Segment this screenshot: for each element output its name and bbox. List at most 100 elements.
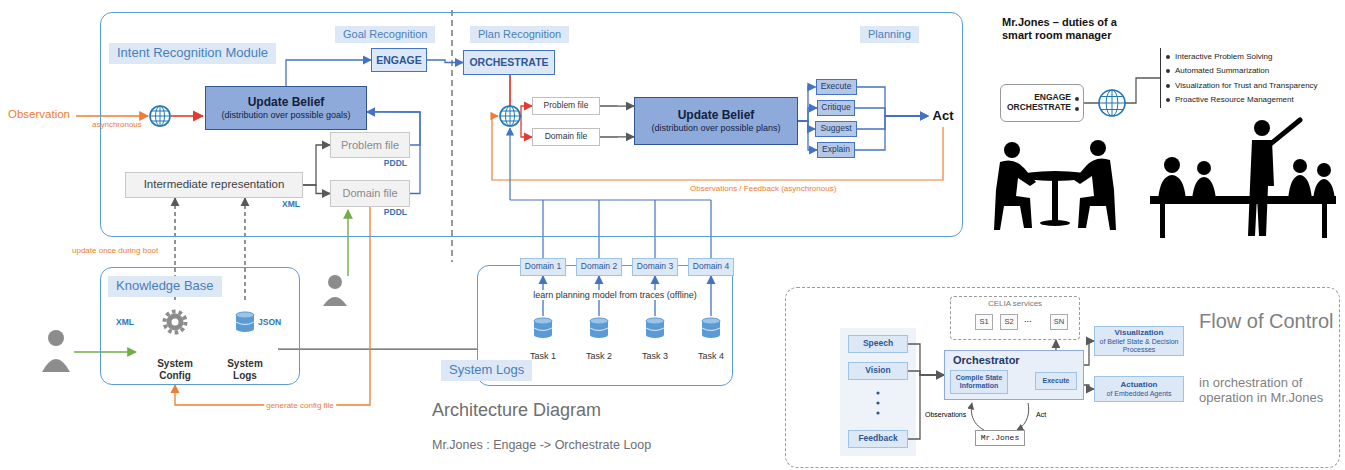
gear-icon [167,314,184,331]
input-box: Speech [848,335,908,353]
input-box: Vision [848,362,908,380]
node-text: Mr.Jones [981,433,1019,442]
orchestrate-box: ORCHESTRATE [463,50,555,75]
node-text: ENGAGE [1034,93,1071,103]
config-node: XMLSystem Config [140,300,210,382]
connector [857,87,929,116]
connector [798,87,816,121]
note: learn planning model from traces (offlin… [531,290,698,300]
globe-icon [160,106,161,126]
observation-wire [171,115,203,117]
domain-box: Domain 1 [520,258,566,276]
node-text: Feedback [858,434,897,444]
database-icon [590,328,608,331]
knowledge-base-panel: Knowledge BaseXMLSystem ConfigJSONSystem… [100,267,300,385]
connector [798,121,815,129]
module-panel: Intent Recognition Module ENGAGE ORCHESTRA… [100,12,963,237]
file-box: Domain filePDDL [330,180,410,207]
database-icon [702,328,720,331]
execute-box: Execute [1035,372,1077,390]
note: update once during boot [72,246,158,255]
node-text: Domain 3 [637,262,673,272]
globe-icon [500,106,520,126]
database-icon [236,326,254,332]
ellipsis: ... [1024,314,1032,324]
service-box: S1 [975,314,993,330]
gear-icon [165,312,186,333]
node-text: Task 1 [530,351,556,361]
duties-list: Interactive Problem SolvingAutomated Sum… [1160,48,1340,108]
globe-icon [1112,90,1113,116]
node-text: Knowledge Base [108,276,222,297]
gear-icon [172,319,179,326]
orchestrator-box: OrchestratorCompile State InformationExe… [944,350,1084,400]
connector [710,276,711,316]
connector [278,349,477,350]
node-text: System Config [143,358,207,381]
meeting-silhouette [1164,157,1180,173]
user-wire [74,210,348,352]
connector [600,105,634,106]
node-text: Task 4 [698,351,724,361]
node-text: Critique [821,103,850,113]
connector [1084,341,1094,365]
panel-title: Mr.Jones – duties of a smart room manage… [1002,16,1132,41]
globe-icon [500,106,520,126]
globe-icon [150,106,170,126]
node-text: Flow of Control [1199,310,1334,332]
database-icon [534,328,552,331]
loop-label: Observations [925,411,966,419]
node-text: SN [1054,318,1064,327]
task-node: Task 3 [633,316,677,362]
input-column [840,328,916,456]
engage-orchestrate-box: ENGAGEORCHESTRATE [1000,84,1084,122]
user-icon [323,297,347,306]
output-box: Actuationof Embedded Agents [1094,376,1184,402]
meeting-silhouette [1150,196,1336,204]
output-box: Visualizationof Belief State & Decision … [1094,326,1184,356]
connector [855,116,928,150]
node-text: PDDL [384,159,407,169]
flow-panel: Flow of Controlin orchestration of opera… [785,287,1340,468]
database-icon [590,318,608,324]
database-icon [702,318,720,338]
meeting-silhouette [1254,120,1270,136]
node-text: Problem file [341,139,399,152]
input-label: Observation [8,108,70,121]
section-heading: Plan Recognition [470,26,569,43]
meeting-silhouette [1317,163,1331,177]
meeting-silhouette [1293,159,1307,173]
input-column [876,401,879,404]
input-column [876,411,879,414]
meeting-silhouette [1074,158,1116,230]
connector [427,60,463,63]
database-icon [702,332,720,338]
node-text: Intent Recognition Module [109,43,276,64]
node-text: System Logs [215,358,275,381]
service-box: SN [1050,314,1068,330]
file-box: Problem file [532,97,600,115]
database-icon [236,322,254,325]
logs-node: JSONSystem Logs [212,300,278,382]
node-text: PDDL [384,208,407,218]
node-text: Visualization [1115,328,1164,337]
connector [855,108,928,116]
services-box: CELIA servicesS1S2SN [950,296,1080,340]
connector [600,136,634,137]
meeting-silhouette [994,160,1036,230]
caption: Mr.Jones : Engage -> Orchestrate Loop [432,438,651,452]
node-text: of Embedded Agents [1107,390,1172,398]
representation-box: Intermediate representationXML [125,172,303,198]
node-text: Actuation [1121,380,1158,389]
node-text: Orchestrator [953,354,1020,367]
node-text: S2 [1004,318,1013,327]
domain-box: Domain 4 [688,258,734,276]
engage-box: ENGAGE [371,48,427,72]
meeting-silhouette [1052,176,1058,222]
user-icon [42,359,70,372]
connector [303,145,330,185]
file-box: Problem filePDDL [330,132,410,158]
note: Observations / Feedback (asynchronous) [690,184,836,193]
node-text: Execute [1043,377,1070,385]
